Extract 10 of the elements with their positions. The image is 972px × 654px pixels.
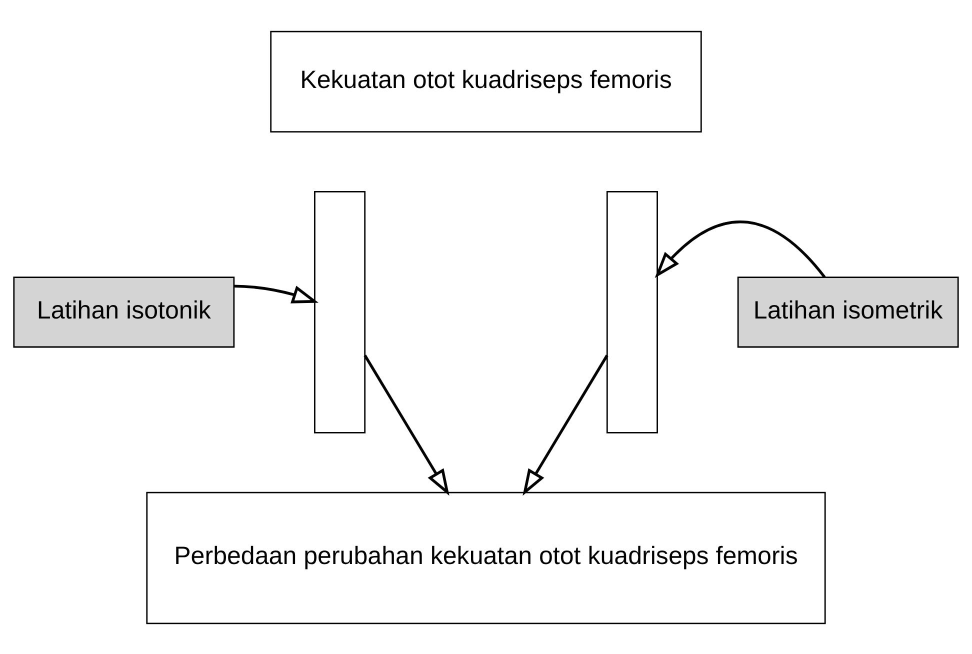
- node-bar: [606, 190, 658, 433]
- node-box: Kekuatan otot kuadriseps femoris: [270, 30, 702, 132]
- node-box: Latihan isometrik: [737, 276, 959, 348]
- arrow: [654, 220, 826, 278]
- node-box: Latihan isotonik: [13, 276, 235, 348]
- node-box: Perbedaan perubahan kekuatan otot kuadriseps femoris: [146, 491, 826, 624]
- arrow: [364, 354, 450, 496]
- arrow: [522, 354, 608, 496]
- node-bar: [314, 190, 366, 433]
- arrow: [234, 284, 319, 303]
